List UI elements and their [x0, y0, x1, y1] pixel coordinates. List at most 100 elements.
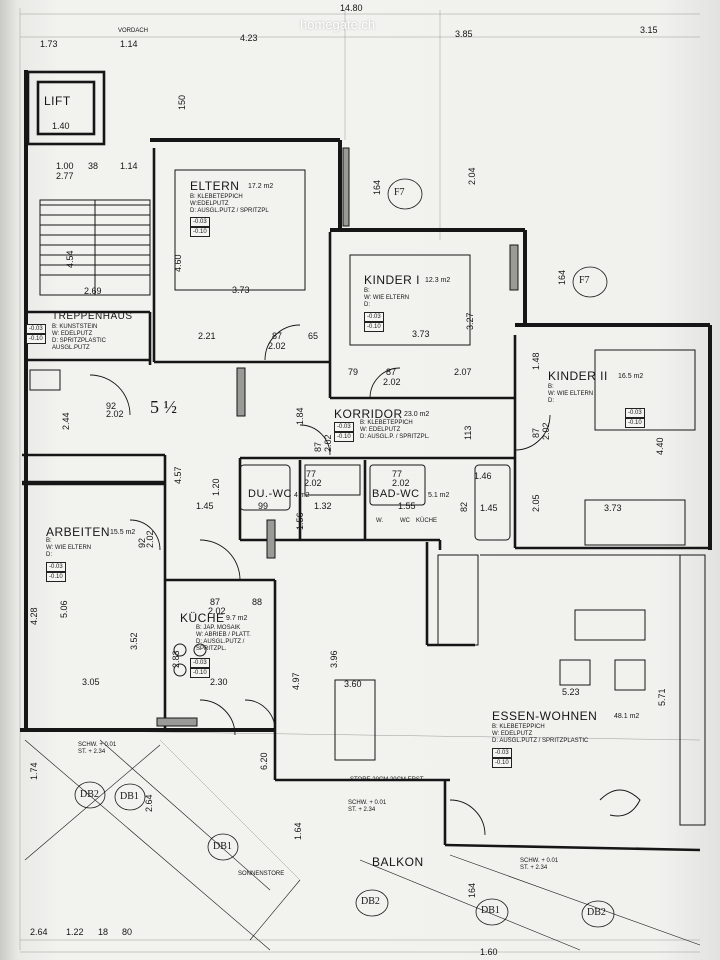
dim-k1-207: 2.07: [454, 367, 472, 377]
room-name-balkon: BALKON: [372, 855, 424, 869]
level-kinder1-1: -0.03: [364, 312, 384, 322]
dim-h164: 164: [372, 179, 382, 195]
dim-k283: 2.83: [171, 650, 181, 668]
dim-a352: 3.52: [129, 632, 139, 650]
dim-w202b: 2.02: [392, 478, 410, 488]
level-kinder1-2: -0.10: [364, 322, 384, 332]
dim-c202: 2.02: [106, 409, 124, 419]
dim-e497: 4.97: [291, 672, 301, 690]
room-name-essen: ESSEN-WOHNEN: [492, 709, 598, 723]
dim-c244: 2.44: [61, 412, 71, 430]
room-name-korridor: KORRIDOR: [334, 407, 403, 421]
dim-bot-164: 164: [467, 882, 477, 898]
room-name-lift: LIFT: [44, 94, 71, 108]
radiators: [156, 147, 519, 727]
dim-k1-373: 3.73: [412, 329, 430, 339]
dim-w155: 1.55: [398, 501, 416, 511]
dim-e87: 87: [272, 331, 283, 341]
dim-e396: 3.96: [329, 650, 339, 668]
construction-lines: [19, 8, 701, 953]
dim-c184: 1.84: [295, 407, 305, 425]
level-eltern-1: -0.03: [190, 217, 210, 227]
dim-bot-18: 18: [98, 927, 109, 937]
dim-k87: 87: [210, 597, 221, 607]
dim-114: 1.14: [120, 161, 138, 171]
dim-t2: 1.14: [120, 39, 138, 49]
level-arbeiten-1: -0.03: [46, 562, 66, 572]
schwelle-note-2: SCHW. + 0.01 ST. + 2.34: [348, 800, 387, 813]
door-swings: [89, 324, 551, 836]
room-name-kuche: KÜCHE: [180, 611, 225, 625]
tag-db2-b: DB2: [361, 896, 380, 907]
dim-k88: 88: [252, 597, 263, 607]
dim-k1-87: 87: [386, 367, 397, 377]
dim-k1-202: 2.02: [383, 377, 401, 387]
dim-b164: 1.64: [293, 822, 303, 840]
dim-c202b: 2.02: [323, 434, 333, 452]
level-arbeiten-2: -0.10: [46, 572, 66, 582]
dim-bot-80: 80: [122, 927, 133, 937]
dim-w202: 2.02: [304, 478, 322, 488]
dim-269: 2.69: [84, 286, 102, 296]
dim-b264: 2.64: [144, 794, 154, 812]
dim-e523: 5.23: [562, 687, 580, 697]
dim-k2-373: 3.73: [604, 503, 622, 513]
level-eltern-2: -0.10: [190, 227, 210, 237]
room-name-arbeiten: ARBEITEN: [46, 525, 111, 539]
level-treppenhaus-2: -0.10: [26, 334, 46, 344]
room-name-treppenhaus: TREPPENHAUS: [52, 311, 133, 322]
dim-w156: 1.56: [295, 512, 305, 530]
room-area-kuche: 9.7 m2: [226, 615, 248, 622]
store-note: STORE 20CM 20CM ERST: [350, 777, 424, 783]
dim-e373: 3.73: [232, 285, 250, 295]
level-kuche-2: -0.10: [190, 668, 210, 678]
room-name-badwc: BAD-WC: [372, 488, 420, 500]
dim-t1: 1.73: [40, 39, 58, 49]
dim-c145: 1.45: [196, 501, 214, 511]
level-essen-2: -0.10: [492, 758, 512, 768]
dim-bot-264: 2.64: [30, 927, 48, 937]
dim-c457: 4.57: [173, 466, 183, 484]
dim-t4: 3.85: [455, 29, 473, 39]
room-spec-korridor: B: KLEBETEPPICH W: EDELPUTZ D: AUSGL.P. …: [360, 420, 430, 440]
dim-w77b: 77: [392, 469, 403, 479]
dim-h164b: 164: [557, 269, 567, 285]
dim-c92: 92: [106, 401, 117, 411]
room-spec-essen: B: KLEBETEPPICH W: EDELPUTZ D: AUSGL.PUT…: [492, 724, 589, 744]
fixture-wm: W.: [376, 518, 383, 524]
room-spec-kinder2: B: W: WIE ELTERN D:: [548, 384, 594, 404]
tag-db2-a: DB2: [80, 789, 99, 800]
room-count: 5 ½: [150, 397, 177, 417]
room-area-arbeiten: 15.5 m2: [110, 529, 136, 536]
dim-h150: 150: [177, 94, 187, 110]
dim-e360: 3.60: [344, 679, 362, 689]
dim-w146: 1.46: [474, 471, 492, 481]
dim-top-total: 14.80: [340, 3, 363, 13]
dim-c87: 87: [313, 441, 323, 452]
dim-t3: 4.23: [240, 33, 258, 43]
dim-c145b: 1.45: [480, 503, 498, 513]
dim-38: 38: [88, 161, 99, 171]
room-name-eltern: ELTERN: [190, 179, 240, 193]
tag-db1-a: DB1: [120, 791, 139, 802]
vordach-note: VORDACH: [118, 28, 149, 34]
fixtures-and-furniture: [29, 169, 706, 826]
dim-a506: 5.06: [59, 600, 69, 618]
fixture-kuche: KÜCHE: [416, 518, 438, 524]
room-name-kinder2: KINDER II: [548, 369, 608, 383]
level-korridor-2: -0.10: [334, 432, 354, 442]
dim-277: 2.77: [56, 171, 74, 181]
level-kinder2-1: -0.03: [625, 408, 645, 418]
dim-w99: 99: [258, 501, 269, 511]
dim-k1-79: 79: [348, 367, 359, 377]
room-spec-eltern: B: KLEBETEPPICH W:EDELPUTZ D: AUSGL.PUTZ…: [190, 194, 269, 214]
dim-stair-454: 4.54: [65, 250, 75, 268]
room-area-eltern: 17.2 m2: [248, 183, 274, 190]
dim-bot-122: 1.22: [66, 927, 84, 937]
dim-e202: 2.02: [268, 341, 286, 351]
room-name-duwc: DU.-WC: [248, 488, 292, 500]
room-area-essen: 48.1 m2: [614, 713, 640, 720]
dim-w77: 77: [306, 469, 317, 479]
schwelle-note-3: SCHW. + 0.01 ST. + 2.34: [520, 858, 559, 871]
